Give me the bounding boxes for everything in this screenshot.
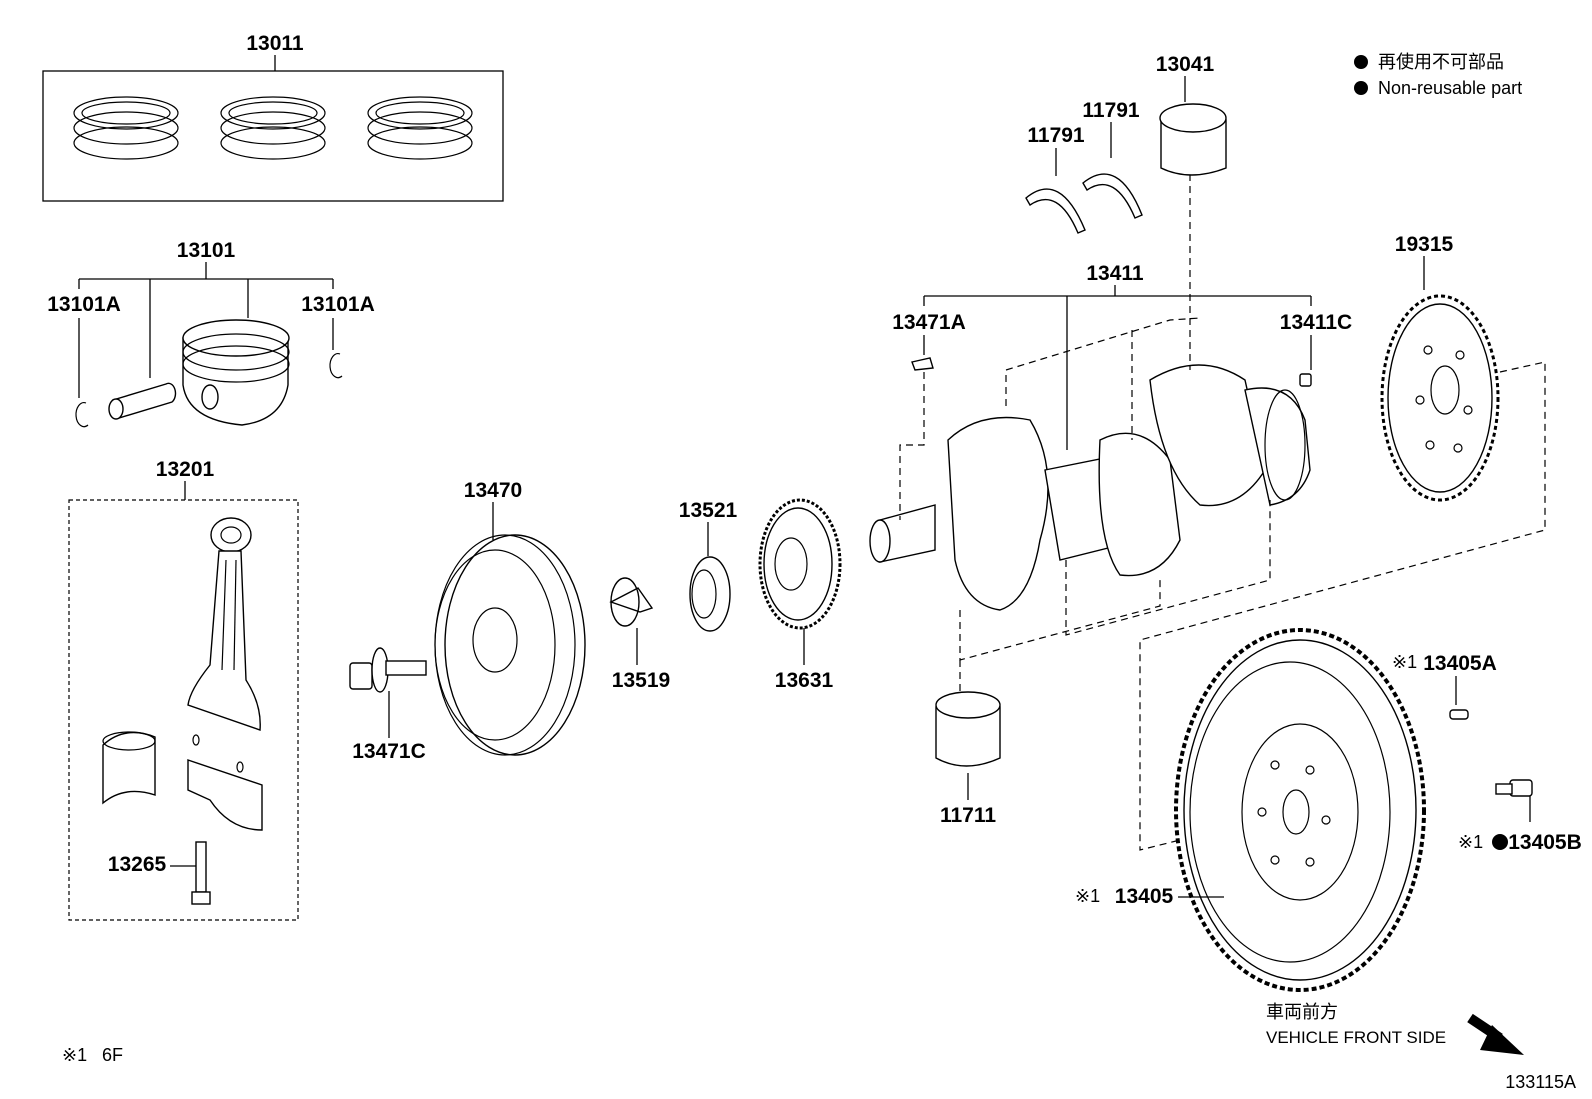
conrod-bearing — [102, 731, 156, 805]
piston-group[interactable]: 13101 13101A 13101A — [47, 239, 375, 428]
footnote-text: 6F — [102, 1045, 123, 1065]
crankshaft-pulley-group[interactable]: 13470 — [434, 479, 586, 756]
thrust-washer-group[interactable]: 11791 11791 — [1025, 99, 1143, 234]
part-label-19315[interactable]: 19315 — [1395, 233, 1454, 256]
flywheel-bolt-group[interactable]: ※1 13405B — [1458, 779, 1582, 854]
crank-spacer — [609, 577, 654, 627]
ref-mark-13405A: ※1 — [1392, 652, 1417, 672]
legend-non-reusable-en: Non-reusable part — [1378, 78, 1522, 98]
vehicle-direction: 車両前方 VEHICLE FRONT SIDE — [1266, 1002, 1524, 1055]
footnote: ※1 6F — [62, 1045, 123, 1065]
main-bearing-upper-group[interactable]: 13041 — [1156, 53, 1227, 176]
crank-key — [911, 357, 934, 371]
part-label-11791-b[interactable]: 11791 — [1082, 99, 1140, 122]
connecting-rod-group[interactable]: 13201 13265 — [68, 458, 299, 921]
part-label-13405A[interactable]: 13405A — [1423, 652, 1497, 675]
connecting-rod — [187, 517, 261, 731]
part-label-13101[interactable]: 13101 — [177, 239, 236, 262]
part-label-13405B[interactable]: 13405B — [1508, 831, 1582, 854]
crankshaft-group[interactable]: 13411 13471A 13411C — [869, 150, 1352, 700]
part-label-13470[interactable]: 13470 — [464, 479, 522, 502]
diagram-id: 133115A — [1505, 1072, 1576, 1092]
main-bearing-upper — [1159, 103, 1227, 176]
key-spacer-group[interactable]: 13519 — [609, 577, 670, 692]
arrow-down-right-icon — [1467, 1013, 1524, 1055]
crank-sprocket — [689, 556, 731, 632]
thrust-washer-1 — [1025, 188, 1086, 234]
conrod-bolt — [191, 841, 211, 905]
crank-pin — [1299, 373, 1312, 387]
flywheel-pin — [1449, 709, 1469, 720]
crank-gear — [758, 498, 842, 630]
direction-en: VEHICLE FRONT SIDE — [1266, 1028, 1446, 1047]
piston-ring-set-2 — [220, 96, 326, 160]
part-label-13471A[interactable]: 13471A — [892, 311, 966, 334]
pulley-bolt — [349, 647, 427, 693]
direction-jp: 車両前方 — [1266, 1002, 1338, 1022]
snap-ring-right — [329, 353, 343, 379]
timing-rotor-group[interactable]: 19315 — [1139, 233, 1546, 851]
pulley-bolt-group[interactable]: 13471C — [349, 647, 427, 763]
flywheel-group[interactable]: ※1 13405 — [1075, 628, 1426, 992]
part-label-13471C[interactable]: 13471C — [352, 740, 426, 763]
flywheel-bolt — [1495, 779, 1533, 797]
ref-mark-13405B: ※1 — [1458, 832, 1483, 852]
crank-gear-group[interactable]: 13631 — [758, 498, 842, 692]
legend-non-reusable-jp: 再使用不可部品 — [1378, 52, 1504, 72]
snap-ring-left — [75, 402, 89, 428]
part-label-13411C[interactable]: 13411C — [1280, 311, 1352, 334]
part-label-13631[interactable]: 13631 — [775, 669, 834, 692]
part-label-13201[interactable]: 13201 — [156, 458, 215, 481]
non-reusable-dot — [1492, 834, 1508, 850]
conrod-cap — [187, 734, 263, 831]
thrust-washer-2 — [1082, 173, 1143, 219]
part-label-13521[interactable]: 13521 — [679, 499, 738, 522]
legend: 再使用不可部品 Non-reusable part — [1354, 52, 1522, 98]
crankshaft-pulley — [434, 534, 586, 756]
crank-sprocket-group[interactable]: 13521 — [679, 499, 738, 632]
flywheel — [1174, 628, 1426, 992]
part-label-13519[interactable]: 13519 — [612, 669, 670, 692]
piston — [182, 319, 290, 426]
part-label-13405[interactable]: 13405 — [1115, 885, 1174, 908]
crankshaft — [869, 364, 1311, 611]
piston-ring-set-1 — [73, 96, 179, 160]
part-label-13265[interactable]: 13265 — [108, 853, 167, 876]
part-label-13101A-right[interactable]: 13101A — [301, 293, 375, 316]
part-label-13101A-left[interactable]: 13101A — [47, 293, 121, 316]
piston-pin — [108, 382, 177, 420]
timing-rotor — [1380, 294, 1500, 502]
part-label-13411[interactable]: 13411 — [1086, 262, 1144, 285]
main-bearing-lower-group[interactable]: 11711 — [935, 691, 1001, 827]
footnote-mark: ※1 — [62, 1045, 87, 1065]
flywheel-pin-group[interactable]: ※1 13405A — [1392, 652, 1497, 720]
part-label-13011[interactable]: 13011 — [246, 32, 304, 55]
part-label-11711[interactable]: 11711 — [940, 804, 996, 827]
main-bearing-lower — [935, 691, 1001, 767]
piston-ring-set-3 — [367, 96, 473, 160]
part-label-13041[interactable]: 13041 — [1156, 53, 1215, 76]
part-label-11791-a[interactable]: 11791 — [1027, 124, 1085, 147]
ref-mark-13405: ※1 — [1075, 886, 1100, 906]
piston-ring-set-group[interactable]: 13011 — [42, 32, 504, 202]
